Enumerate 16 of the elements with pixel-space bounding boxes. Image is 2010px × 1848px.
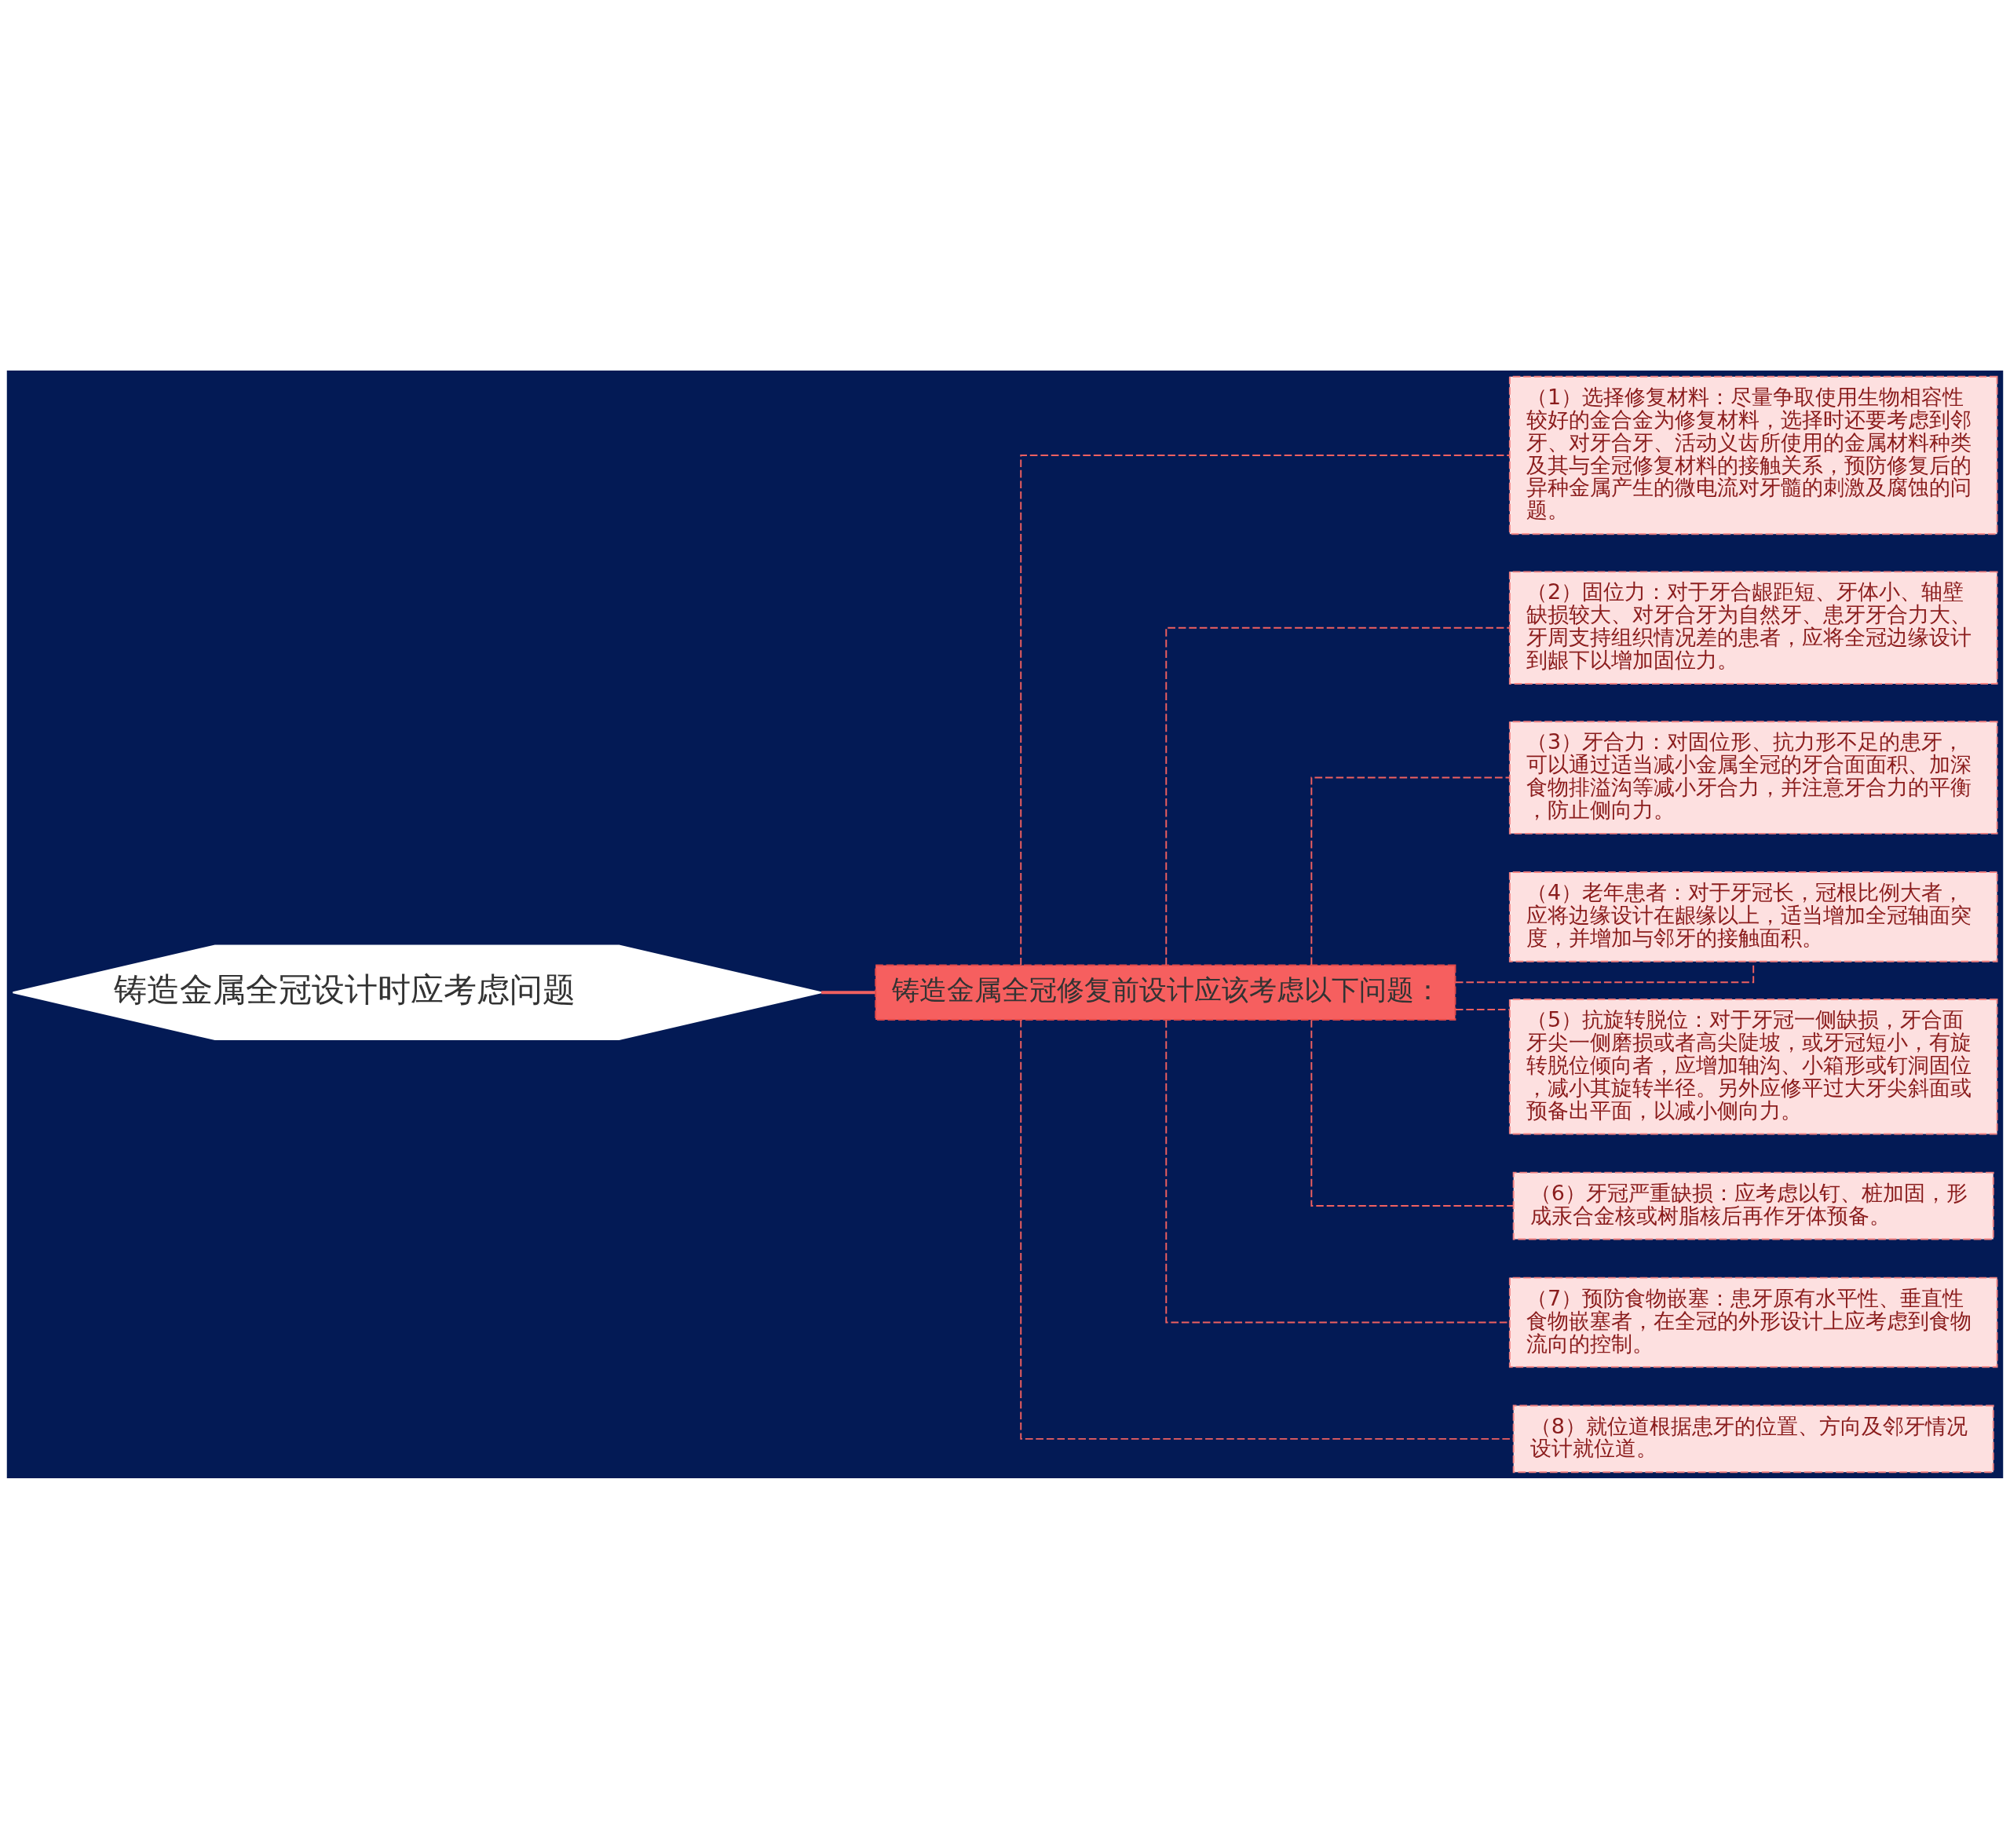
node-box: （3）牙合力：对固位形、抗力形不足的患牙，可以通过适当减小金属全冠的牙合面面积、加深食物排溢沟等减小牙合力，并注意牙合力的平衡，防止侧向力。 xyxy=(1508,720,1998,835)
connector xyxy=(821,990,875,994)
connector xyxy=(1310,1018,1514,1207)
connector xyxy=(1454,1008,1511,1010)
node-box: （5）抗旋转脱位：对于牙冠一侧缺损，牙合面牙尖一侧磨损或者高尖陡坡，或牙冠短小，有旋转脱位倾向者，应增加轴沟、小箱形或钉洞固位，减小其旋转半径。另外应修平过大牙尖斜面或预备出平面，以减小侧向力。 xyxy=(1508,998,1998,1134)
connector xyxy=(1310,776,1511,966)
node-box: （1）选择修复材料：尽量争取使用生物相容性较好的金合金为修复材料，选择时还要考虑到邻牙、对牙合牙、活动义齿所使用的金属材料种类及其与全冠修复材料的接触关系，预防修复后的异种金属产生的微电流对牙髓的刺激及腐蚀的问题。 xyxy=(1508,375,1998,535)
connector xyxy=(1020,454,1511,966)
node-box: （6）牙冠严重缺损：应考虑以钉、桩加固，形成汞合金核或树脂核后再作牙体预备。 xyxy=(1512,1171,1994,1240)
node-box: （2）固位力：对于牙合龈距短、牙体小、轴壁缺损较大、对牙合牙为自然牙、患牙牙合力大、牙周支持组织情况差的患者，应将全冠边缘设计到龈下以增加固位力。 xyxy=(1508,570,1998,685)
node-box: （4）老年患者：对于牙冠长，冠根比例大者，应将边缘设计在龈缘以上，适当增加全冠轴面突度，并增加与邻牙的接触面积。 xyxy=(1508,871,1998,962)
node-box: （8）就位道根据患牙的位置、方向及邻牙情况设计就位道。 xyxy=(1512,1404,1994,1473)
connector xyxy=(1020,1018,1514,1440)
node-box: 铸造金属全冠修复前设计应该考虑以下问题： xyxy=(875,964,1456,1021)
node-box: （7）预防食物嵌塞：患牙原有水平性、垂直性食物嵌塞者，在全冠的外形设计上应考虑到食物流向的控制。 xyxy=(1508,1276,1998,1368)
connector xyxy=(1165,626,1511,966)
